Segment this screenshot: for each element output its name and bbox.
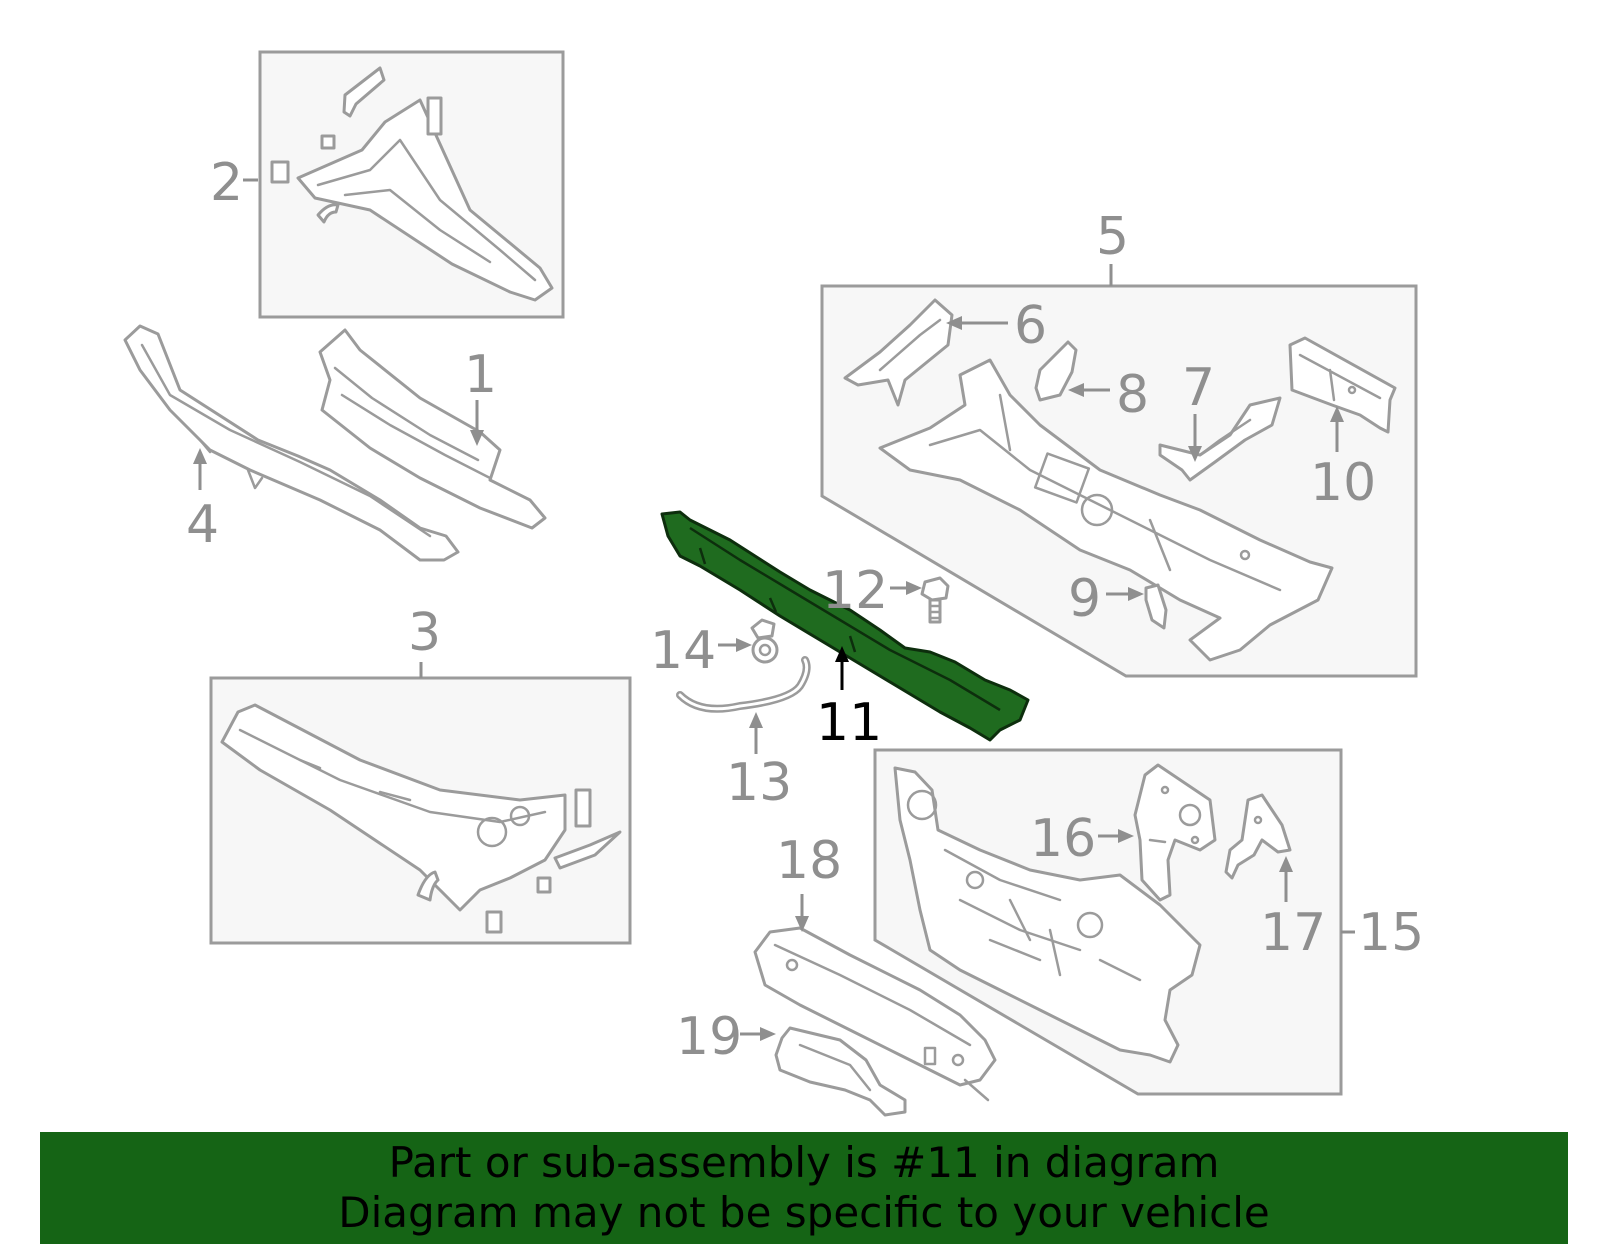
callout-10[interactable]: 10 [1310, 453, 1376, 513]
callout-16[interactable]: 16 [1030, 809, 1096, 869]
info-banner: Part or sub-assembly is #11 in diagram D… [40, 1132, 1568, 1244]
callout-4[interactable]: 4 [186, 495, 219, 555]
callout-5[interactable]: 5 [1096, 207, 1129, 267]
part-10-bracket[interactable] [1288, 336, 1397, 434]
callout-11[interactable]: 11 [816, 693, 882, 753]
part-19-bracket[interactable] [774, 1026, 907, 1117]
part-18-crossmember[interactable] [753, 926, 997, 1102]
part-7-bracket[interactable] [1158, 396, 1282, 482]
callout-2[interactable]: 2 [210, 153, 243, 213]
part-4-cowl-panel[interactable] [123, 324, 460, 562]
callout-17[interactable]: 17 [1260, 903, 1326, 963]
part-3-cowl-assembly[interactable] [220, 703, 622, 934]
callout-9[interactable]: 9 [1068, 569, 1101, 629]
group-box-3: 3 [209, 603, 632, 945]
part-17-bracket[interactable] [1224, 793, 1292, 880]
callout-3[interactable]: 3 [408, 603, 441, 663]
callout-1[interactable]: 1 [464, 345, 497, 405]
part-11-highlighted[interactable] [660, 510, 1030, 742]
part-2-cowl-top[interactable] [270, 66, 554, 302]
group-box-2: 2 [210, 50, 565, 319]
callout-14[interactable]: 14 [650, 621, 716, 681]
banner-line-2: Diagram may not be specific to your vehi… [338, 1188, 1270, 1237]
callout-19[interactable]: 19 [676, 1007, 742, 1067]
callout-13[interactable]: 13 [726, 753, 792, 813]
callout-8[interactable]: 8 [1116, 365, 1149, 425]
part-12-bolt[interactable] [920, 576, 950, 624]
part-8-bracket[interactable] [1034, 340, 1078, 402]
group-box-15: 15 16 17 [873, 748, 1424, 1096]
part-6-bracket[interactable] [843, 298, 954, 407]
part-16-bracket[interactable] [1133, 763, 1217, 902]
callout-18[interactable]: 18 [776, 831, 842, 891]
banner-line-1: Part or sub-assembly is #11 in diagram [388, 1138, 1220, 1187]
part-14-clip[interactable] [750, 618, 779, 664]
callout-7[interactable]: 7 [1182, 358, 1215, 418]
callout-6[interactable]: 6 [1014, 296, 1047, 356]
callout-12[interactable]: 12 [822, 561, 888, 621]
part-5-dash-panel[interactable] [878, 358, 1334, 662]
group-box-5: 5 6 8 7 [820, 207, 1418, 678]
part-15-dash-lower-panel[interactable] [893, 766, 1202, 1064]
part-13-hose[interactable] [676, 656, 811, 713]
part-1-cowl-top-panel[interactable] [318, 328, 547, 530]
part-9-clip[interactable] [1144, 583, 1168, 630]
callout-15[interactable]: 15 [1358, 903, 1424, 963]
